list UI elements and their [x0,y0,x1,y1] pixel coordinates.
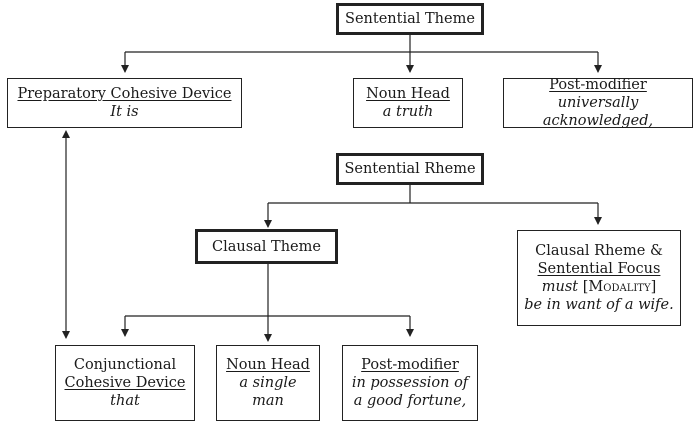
post-modifier-text-1: universally acknowledged, [542,95,654,129]
conjunctional-cohesive-device-box: Conjunctional Cohesive Device that [55,345,195,421]
sentential-rheme-title: Sentential Rheme [344,161,476,177]
clausal-rheme-box: Clausal Rheme & Sentential Focus must [M… [517,230,681,326]
conjunctional-line2: Cohesive Device [64,375,186,391]
noun-head-title-1: Noun Head [366,86,450,102]
post-modifier-line1-2: in possession of [351,375,469,391]
post-modifier-title-1: Post-modifier [549,77,647,93]
clausal-theme-title: Clausal Theme [212,238,321,255]
noun-head-title-2: Noun Head [226,357,310,373]
post-modifier-line2-2: a good fortune, [353,393,467,409]
noun-head-text-1: a truth [382,104,434,120]
sentential-theme-title: Sentential Theme [345,11,475,27]
noun-head-box-1: Noun Head a truth [353,78,463,128]
clausal-rheme-text: be in want of a wife. [524,297,674,313]
must-text: must [541,279,579,295]
noun-head-line1-2: a single [239,375,297,391]
post-modifier-box-2: Post-modifier in possession of a good fo… [342,345,478,421]
post-modifier-box-1: Post-modifier universally acknowledged, [503,77,693,129]
post-modifier-title-2: Post-modifier [361,357,459,373]
noun-head-box-2: Noun Head a single man [216,345,320,421]
clausal-theme-box: Clausal Theme [195,229,338,264]
sentential-rheme-box: Sentential Rheme [336,153,484,185]
preparatory-text: It is [110,104,139,120]
preparatory-cohesive-device-box: Preparatory Cohesive Device It is [7,78,242,128]
sentential-focus-label: Sentential Focus [537,261,661,277]
preparatory-title: Preparatory Cohesive Device [17,86,232,102]
modality-text: Modality [588,279,651,295]
modality-line: must [Modality] [541,279,657,295]
sentential-theme-box: Sentential Theme [336,3,484,35]
conjunctional-text: that [110,393,140,409]
clausal-rheme-title: Clausal Rheme & [535,243,663,259]
conjunctional-line1: Conjunctional [73,357,177,373]
noun-head-line2-2: man [252,393,284,409]
